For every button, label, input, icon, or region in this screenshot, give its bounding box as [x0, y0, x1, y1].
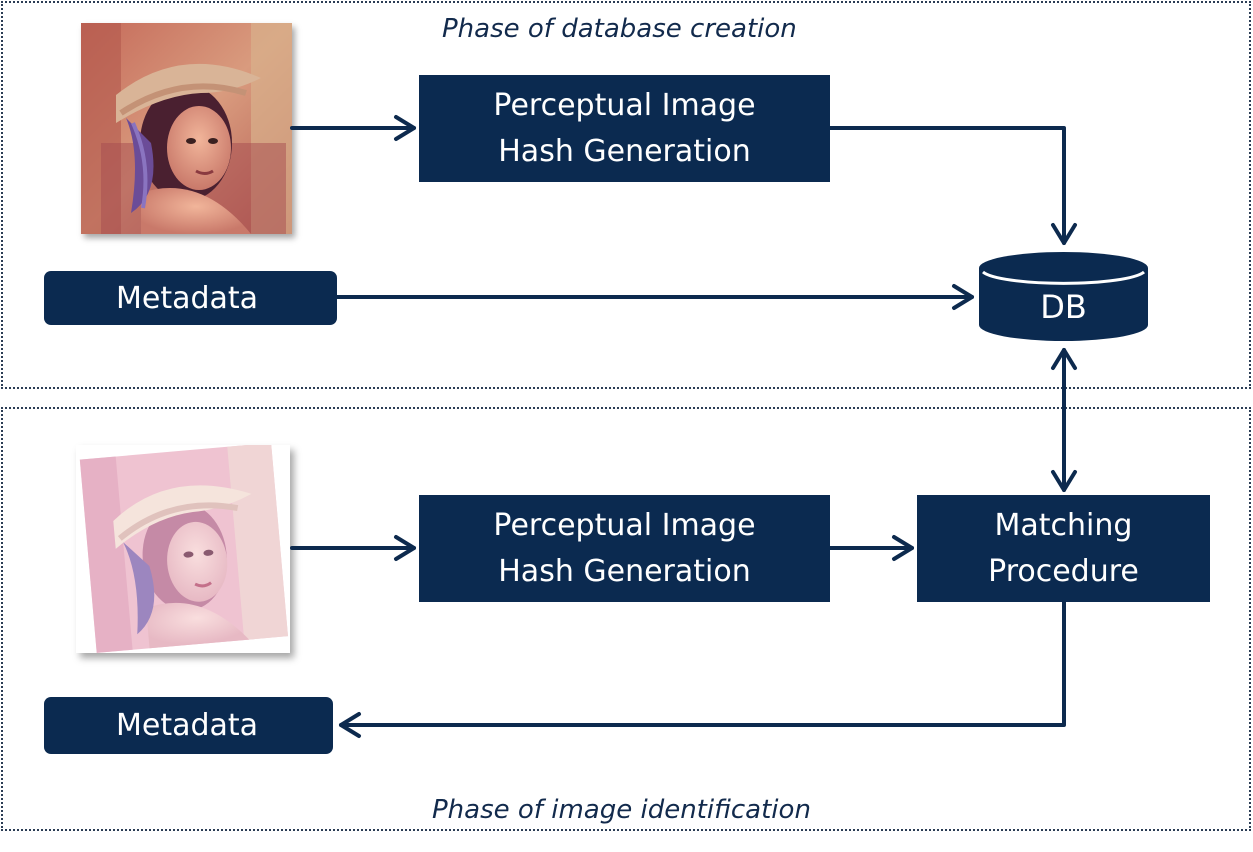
arrow-matching-to-metadata [339, 600, 1066, 727]
arrow-head-db-left [952, 284, 974, 310]
database-creation-phase-title: Phase of database creation [442, 14, 797, 44]
arrow-head-db-top [1051, 223, 1077, 245]
arrow-head-matching-left [892, 535, 914, 561]
hash-generation-block-top: Perceptual Image Hash Generation [419, 75, 830, 182]
metadata-block-bottom: Metadata [44, 697, 333, 754]
arrow-head-matching-top [1051, 470, 1077, 492]
image-identification-phase-box [1, 407, 1251, 831]
arrow-head-metadata-bottom [339, 712, 361, 738]
arrow-head-hash-bottom [394, 535, 416, 561]
arrow-head-db-bottom [1051, 348, 1077, 370]
arrow-head-hash-top [394, 115, 416, 141]
image-identification-phase-title: Phase of image identification [432, 795, 811, 825]
hash-generation-bottom-label: Perceptual Image Hash Generation [493, 507, 756, 589]
metadata-bottom-label: Metadata [116, 708, 259, 743]
database-creation-phase-box [1, 1, 1251, 389]
database-cylinder [979, 252, 1148, 341]
hash-generation-top-label: Perceptual Image Hash Generation [493, 87, 756, 169]
matching-procedure-block: Matching Procedure [917, 495, 1210, 602]
distorted-image [76, 442, 290, 653]
matching-procedure-label: Matching Procedure [988, 507, 1139, 589]
database-label: DB [1040, 288, 1087, 326]
arrow-hash-to-db [828, 126, 1066, 245]
metadata-top-label: Metadata [116, 280, 259, 316]
hash-generation-block-bottom: Perceptual Image Hash Generation [419, 495, 830, 602]
original-image [81, 23, 292, 234]
metadata-block-top: Metadata [44, 271, 337, 325]
